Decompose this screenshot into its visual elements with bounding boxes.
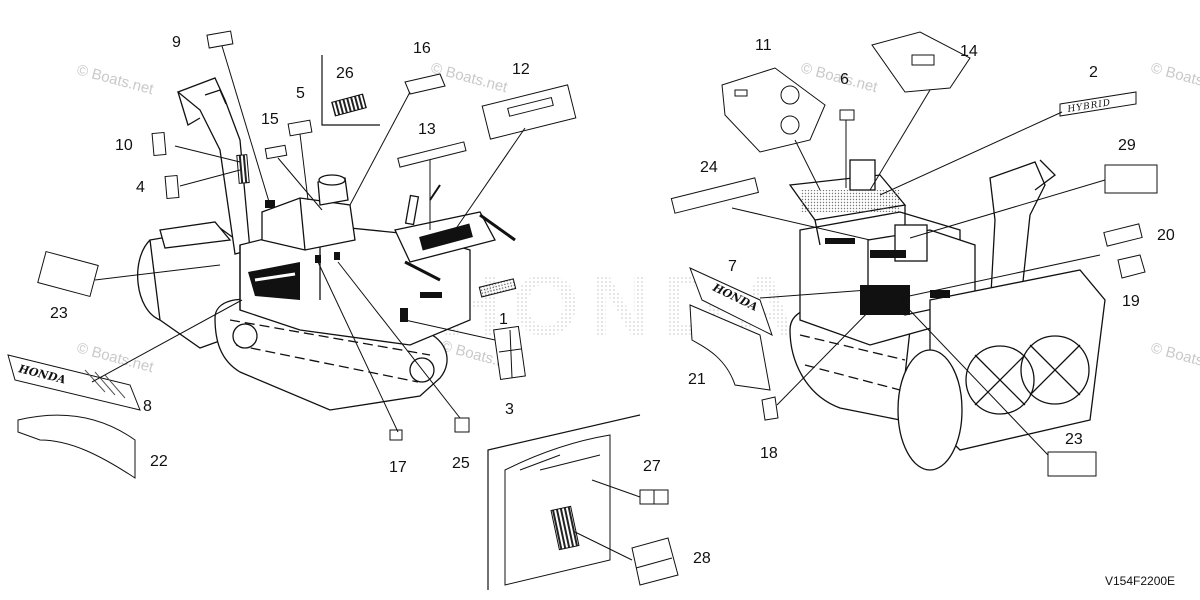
callout-19: 19: [1122, 293, 1140, 310]
callout-23-right: 23: [1065, 431, 1083, 448]
callout-15: 15: [261, 111, 279, 128]
callout-23-left: 23: [50, 305, 68, 322]
leader-lines: [91, 45, 1106, 561]
callout-4: 4: [136, 179, 145, 196]
callout-29: 29: [1118, 137, 1136, 154]
callout-6: 6: [840, 71, 849, 88]
callout-13: 13: [418, 121, 436, 138]
callout-16: 16: [413, 40, 431, 57]
callout-12: 12: [512, 61, 530, 78]
callout-7: 7: [728, 258, 737, 275]
callout-5: 5: [296, 85, 305, 102]
right-machine-decals: [800, 190, 950, 315]
callout-9: 9: [172, 34, 181, 51]
callout-27: 27: [643, 458, 661, 475]
hybrid-text: HYBRID: [1066, 98, 1112, 115]
callout-10: 10: [115, 137, 133, 154]
callout-3: 3: [505, 401, 514, 418]
callout-28: 28: [693, 550, 711, 567]
watermark: © Boats.net: [75, 339, 156, 376]
callout-25: 25: [452, 455, 470, 472]
callout-14: 14: [960, 43, 978, 60]
callout-numbers: 1 2 3 4 5 6 7 8 9 10 11 12 13 14 15 16 1…: [50, 34, 1175, 567]
label-parts: [7, 30, 1158, 479]
reference-code: V154F2200E: [1105, 574, 1175, 588]
callout-26: 26: [336, 65, 354, 82]
watermark: © Boats.net: [75, 61, 156, 98]
callout-2: 2: [1089, 64, 1098, 81]
callout-18: 18: [760, 445, 778, 462]
callout-21: 21: [688, 371, 706, 388]
watermark: © Boats.net: [1149, 339, 1200, 376]
inset-detail: [487, 414, 679, 590]
callout-11: 11: [755, 37, 772, 54]
callout-17: 17: [389, 459, 407, 476]
callout-24: 24: [700, 159, 718, 176]
watermark: © Boats.net: [1149, 59, 1200, 96]
left-snowblower-illustration: [137, 77, 516, 411]
callout-20: 20: [1157, 227, 1175, 244]
callout-1: 1: [499, 311, 508, 328]
callout-8: 8: [143, 398, 152, 415]
callout-22: 22: [150, 453, 168, 470]
